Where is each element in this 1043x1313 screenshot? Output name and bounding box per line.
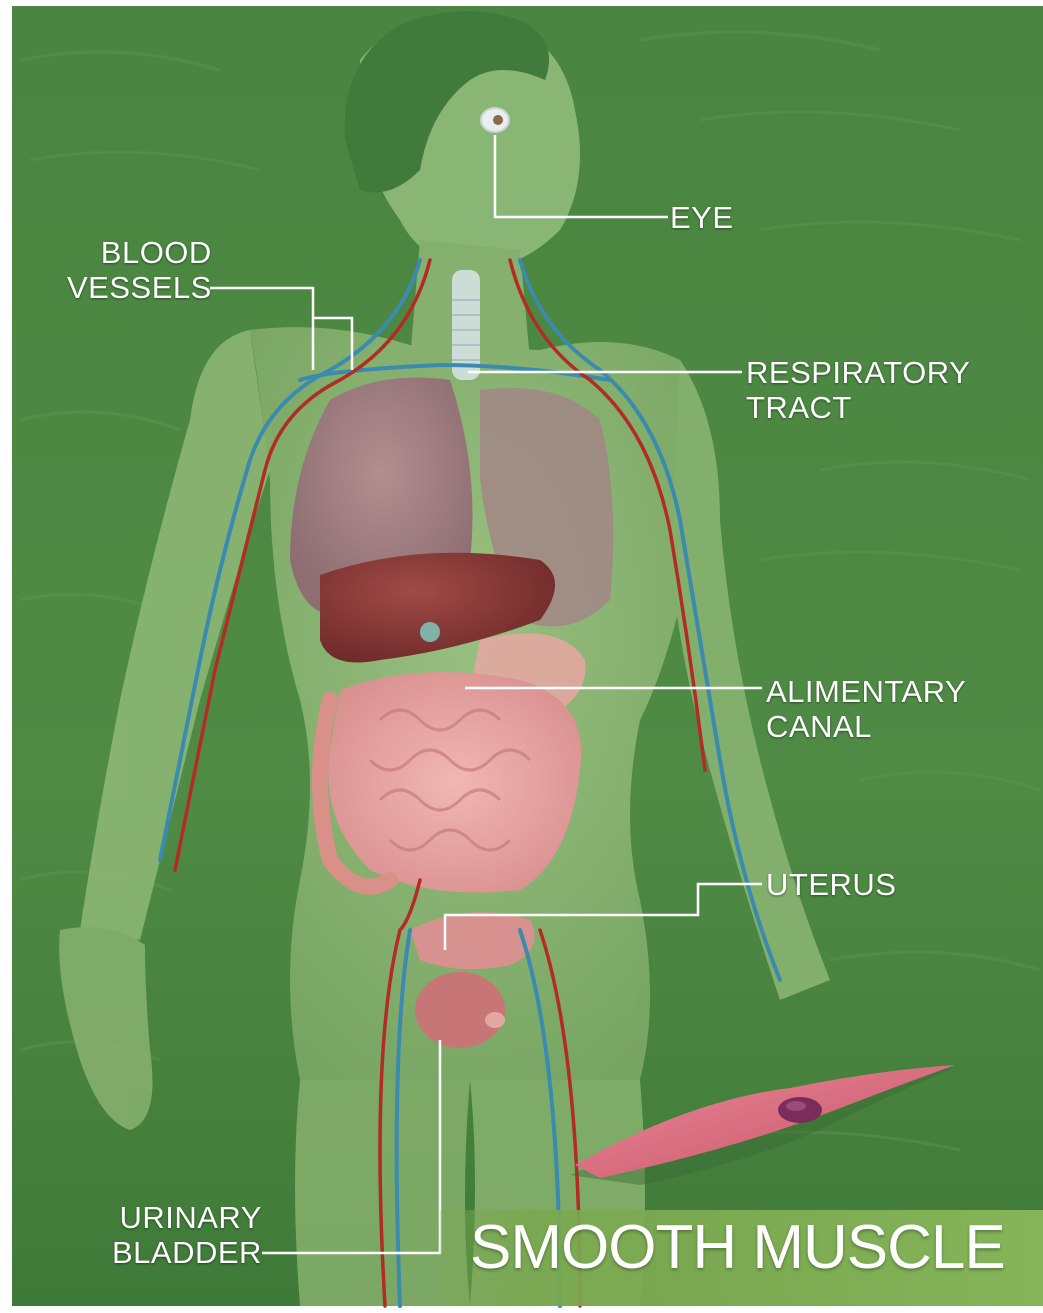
label-respiratory-tract-line2: TRACT: [746, 390, 970, 425]
eye-icon: [481, 108, 509, 132]
label-uterus: UTERUS: [766, 867, 896, 902]
label-blood-vessels-line2: VESSELS: [67, 270, 212, 305]
label-urinary-bladder-line2: BLADDER: [112, 1235, 262, 1270]
page-title: SMOOTH MUSCLE: [470, 1212, 1005, 1284]
label-urinary-bladder-line1: URINARY: [112, 1200, 262, 1235]
label-alimentary-canal-line2: CANAL: [766, 709, 966, 744]
label-eye-text: EYE: [670, 200, 734, 235]
label-alimentary-canal-line1: ALIMENTARY: [766, 674, 966, 709]
label-eye: EYE: [670, 200, 734, 235]
bladder-icon: [415, 972, 505, 1048]
label-respiratory-tract-line1: RESPIRATORY: [746, 355, 970, 390]
label-uterus-text: UTERUS: [766, 867, 896, 902]
label-alimentary-canal: ALIMENTARY CANAL: [766, 674, 966, 744]
label-blood-vessels: BLOOD VESSELS: [67, 235, 212, 305]
label-urinary-bladder: URINARY BLADDER: [112, 1200, 262, 1270]
label-blood-vessels-line1: BLOOD: [67, 235, 212, 270]
gallbladder-icon: [420, 622, 440, 642]
label-respiratory-tract: RESPIRATORY TRACT: [746, 355, 970, 425]
